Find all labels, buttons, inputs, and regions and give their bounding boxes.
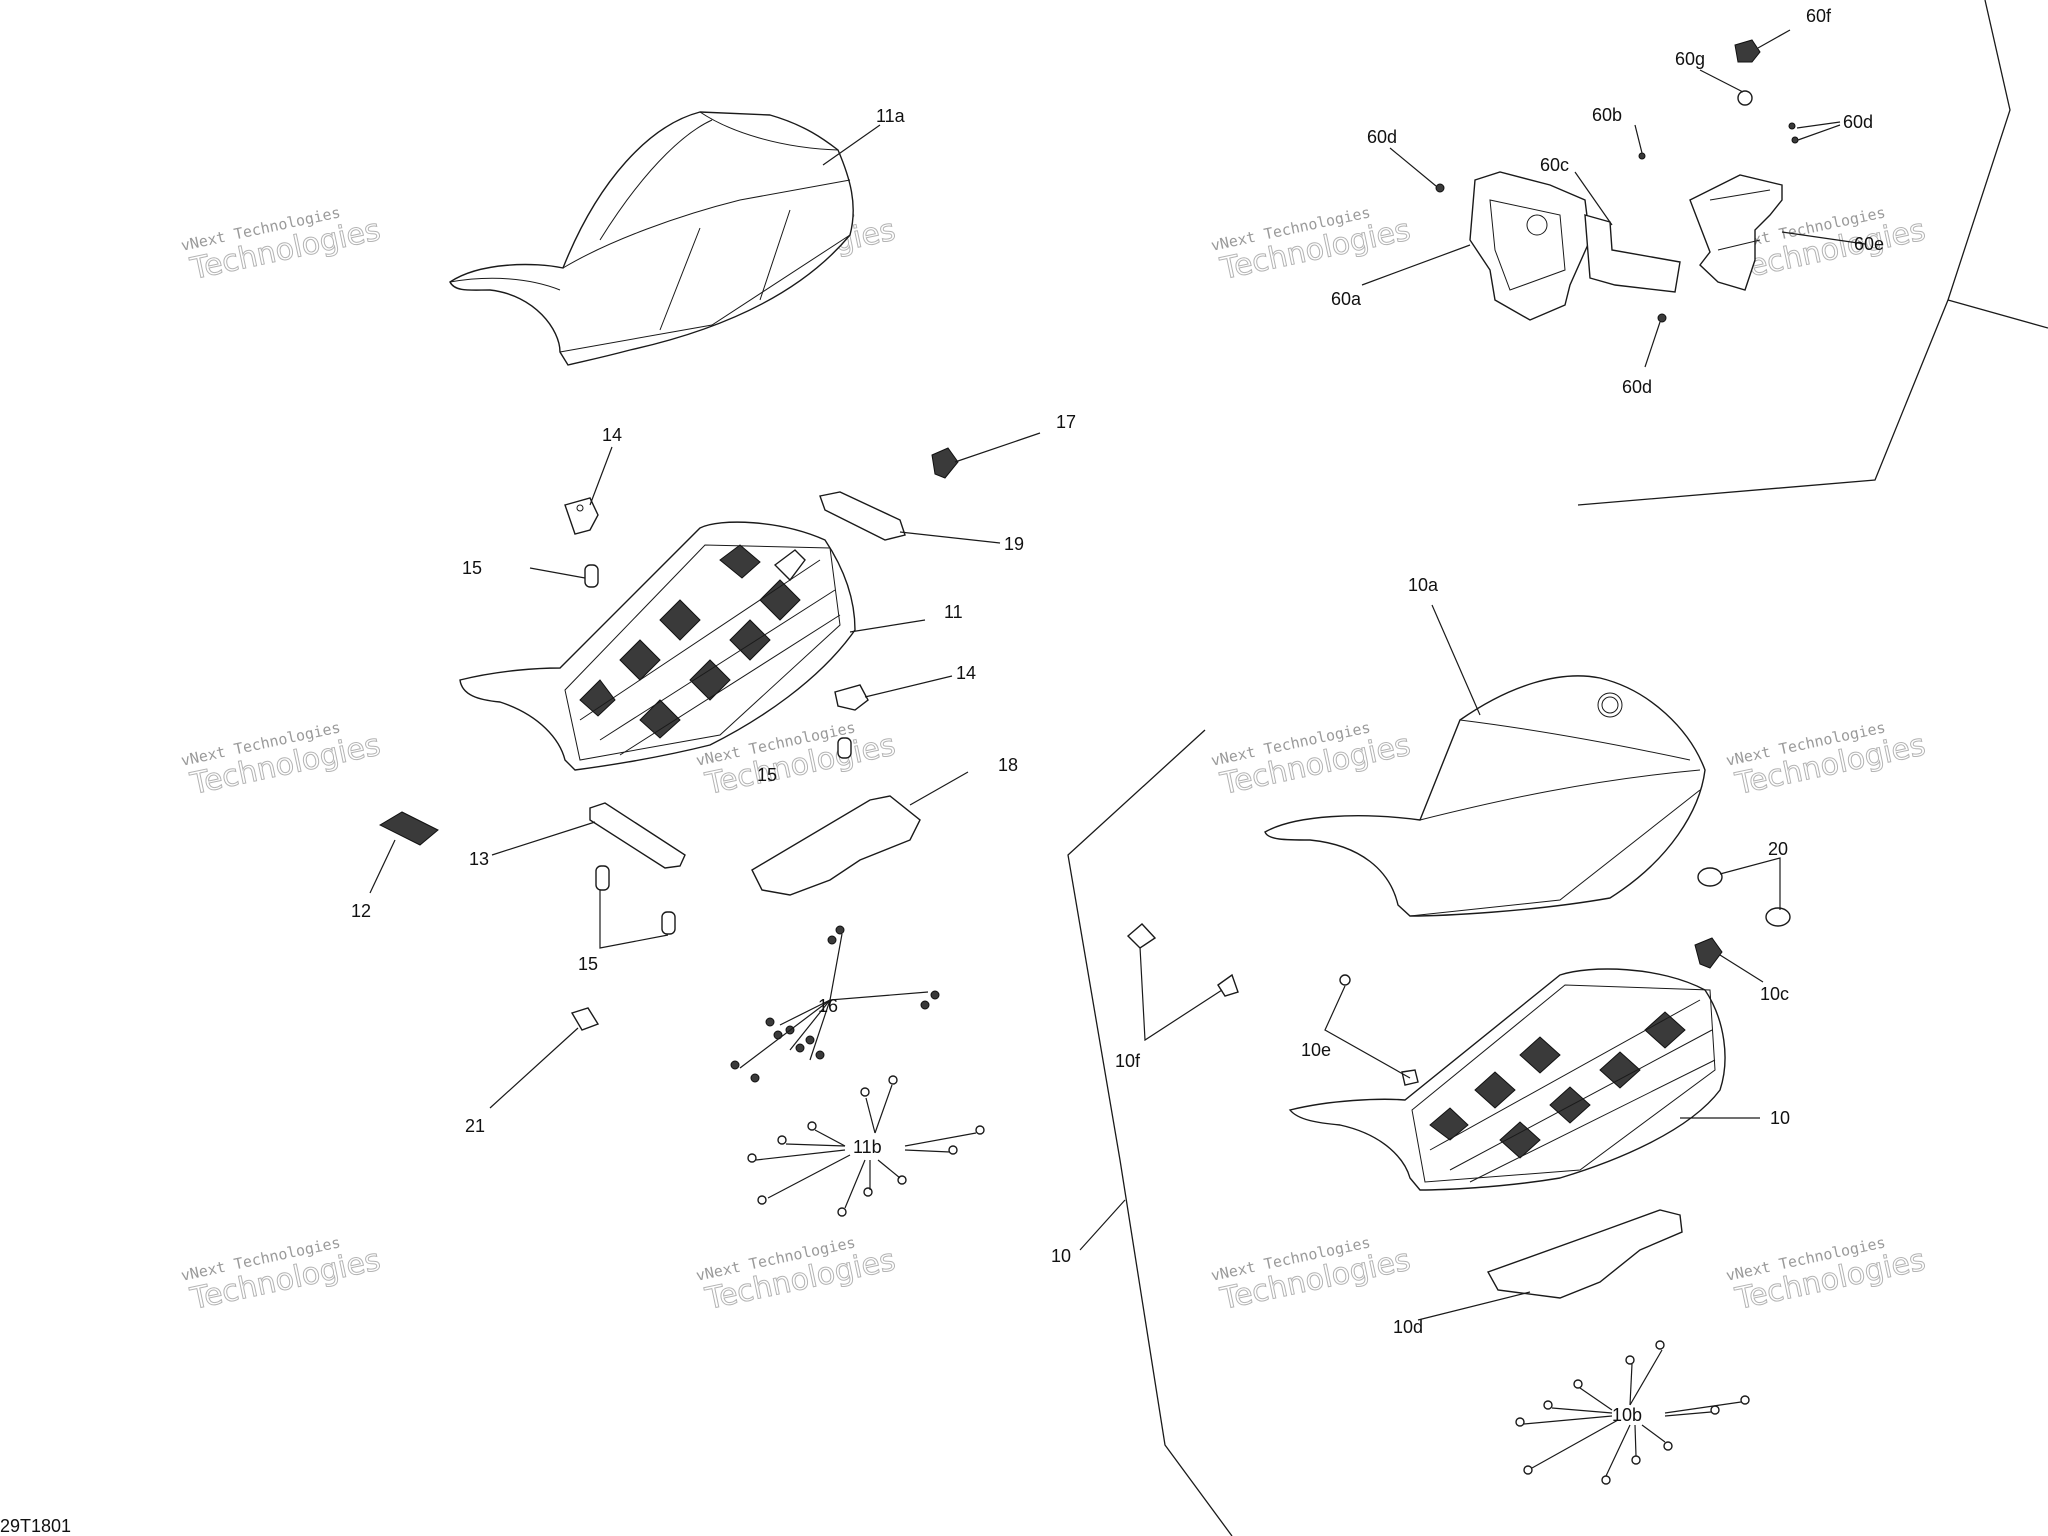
washer-60g	[1737, 90, 1753, 106]
option-kit-bracket-bottom-right	[1067, 729, 1233, 1536]
callout-10d: 10d	[1393, 1317, 1423, 1337]
callout-60b: 60b	[1592, 105, 1622, 125]
seat-base-11	[459, 521, 856, 771]
seat-base-10	[1288, 968, 1726, 1191]
option-kit-bracket-top-right	[1577, 0, 2048, 506]
callout-10a: 10a	[1408, 575, 1439, 595]
screw-60b	[1638, 152, 1646, 160]
grommets-20	[1697, 867, 1791, 927]
callout-60d-bottom: 60d	[1622, 377, 1652, 397]
callout-60d-top-left: 60d	[1367, 127, 1397, 147]
callout-11: 11	[944, 602, 963, 622]
callout-60g: 60g	[1675, 49, 1705, 69]
callout-15-bottom: 15	[578, 954, 598, 974]
nuts-16	[730, 925, 940, 1083]
seat-cover-10a	[1264, 675, 1706, 917]
callout-11b: 11b	[853, 1137, 882, 1157]
knob-60f	[1734, 39, 1761, 63]
screw-60d-bottom	[1657, 313, 1667, 323]
latch-17	[931, 447, 959, 479]
watermark: Technologies vNext Technologies	[1724, 1233, 1929, 1317]
callout-60a: 60a	[1331, 289, 1362, 309]
plate-60c	[1584, 214, 1681, 293]
heat-shield-10d	[1486, 1209, 1683, 1299]
clips-10e	[1339, 974, 1419, 1086]
watermark: Technologies vNext Technologies	[1209, 1233, 1414, 1317]
watermark: Technologies vNext Technologies	[179, 1233, 384, 1317]
callout-labels: 11a 14 17 15 19 11 14 15 18 12 13 15 16 …	[351, 6, 1884, 1425]
callout-10c: 10c	[1760, 984, 1789, 1004]
callout-15-top: 15	[462, 558, 482, 578]
callout-21: 21	[465, 1116, 485, 1136]
seat-cover-11a	[449, 111, 854, 366]
callout-15-mid: 15	[757, 765, 777, 785]
callout-10e: 10e	[1301, 1040, 1331, 1060]
bracket-60e	[1689, 174, 1783, 291]
spacers-15-bottom	[595, 865, 676, 935]
label-21	[570, 1007, 600, 1031]
watermark: Technologies vNext Technologies	[1209, 203, 1414, 287]
backrest-60a	[1469, 171, 1591, 321]
callout-60d-top-right: 60d	[1843, 112, 1873, 132]
callout-14-top: 14	[602, 425, 622, 445]
watermark: Technologies vNext Technologies	[179, 718, 384, 802]
watermark: Technologies vNext Technologies	[179, 203, 384, 287]
callout-19: 19	[1004, 534, 1024, 554]
bolts-10b	[1515, 1340, 1750, 1485]
clips-10f	[1126, 923, 1239, 997]
callout-60e: 60e	[1854, 234, 1884, 254]
callout-17: 17	[1056, 412, 1076, 432]
watermark: Technologies vNext Technologies	[1209, 718, 1414, 802]
bracket-14-mid	[834, 684, 869, 711]
callout-10f: 10f	[1115, 1051, 1141, 1071]
callout-10-left: 10	[1051, 1246, 1071, 1266]
callout-13: 13	[469, 849, 489, 869]
screws-60d-top	[1788, 122, 1799, 144]
spacer-15-top	[584, 564, 599, 588]
bolts-11b	[747, 1075, 985, 1217]
watermark: Technologies vNext Technologies	[1724, 718, 1929, 802]
callout-18: 18	[998, 755, 1018, 775]
watermark: Technologies vNext Technologies	[694, 1233, 899, 1317]
diagram-code: 29T1801	[0, 1516, 71, 1536]
screw-60d-left	[1435, 183, 1445, 193]
bracket-14-top	[564, 497, 599, 535]
callout-20: 20	[1768, 839, 1788, 859]
rail-19	[819, 491, 906, 541]
bracket-12	[378, 811, 439, 846]
callout-60c: 60c	[1540, 155, 1569, 175]
plate-13	[589, 802, 686, 869]
callout-16: 16	[818, 996, 838, 1016]
callout-10: 10	[1770, 1108, 1790, 1128]
callout-60f: 60f	[1806, 6, 1832, 26]
callout-10b: 10b	[1612, 1405, 1642, 1425]
leader-lines	[369, 29, 1866, 1477]
callout-11a: 11a	[876, 106, 906, 126]
callout-12: 12	[351, 901, 371, 921]
heat-shield-18	[751, 795, 921, 896]
latch-10c	[1694, 937, 1723, 969]
callout-14-mid: 14	[956, 663, 976, 683]
spacer-15-mid	[837, 737, 852, 759]
